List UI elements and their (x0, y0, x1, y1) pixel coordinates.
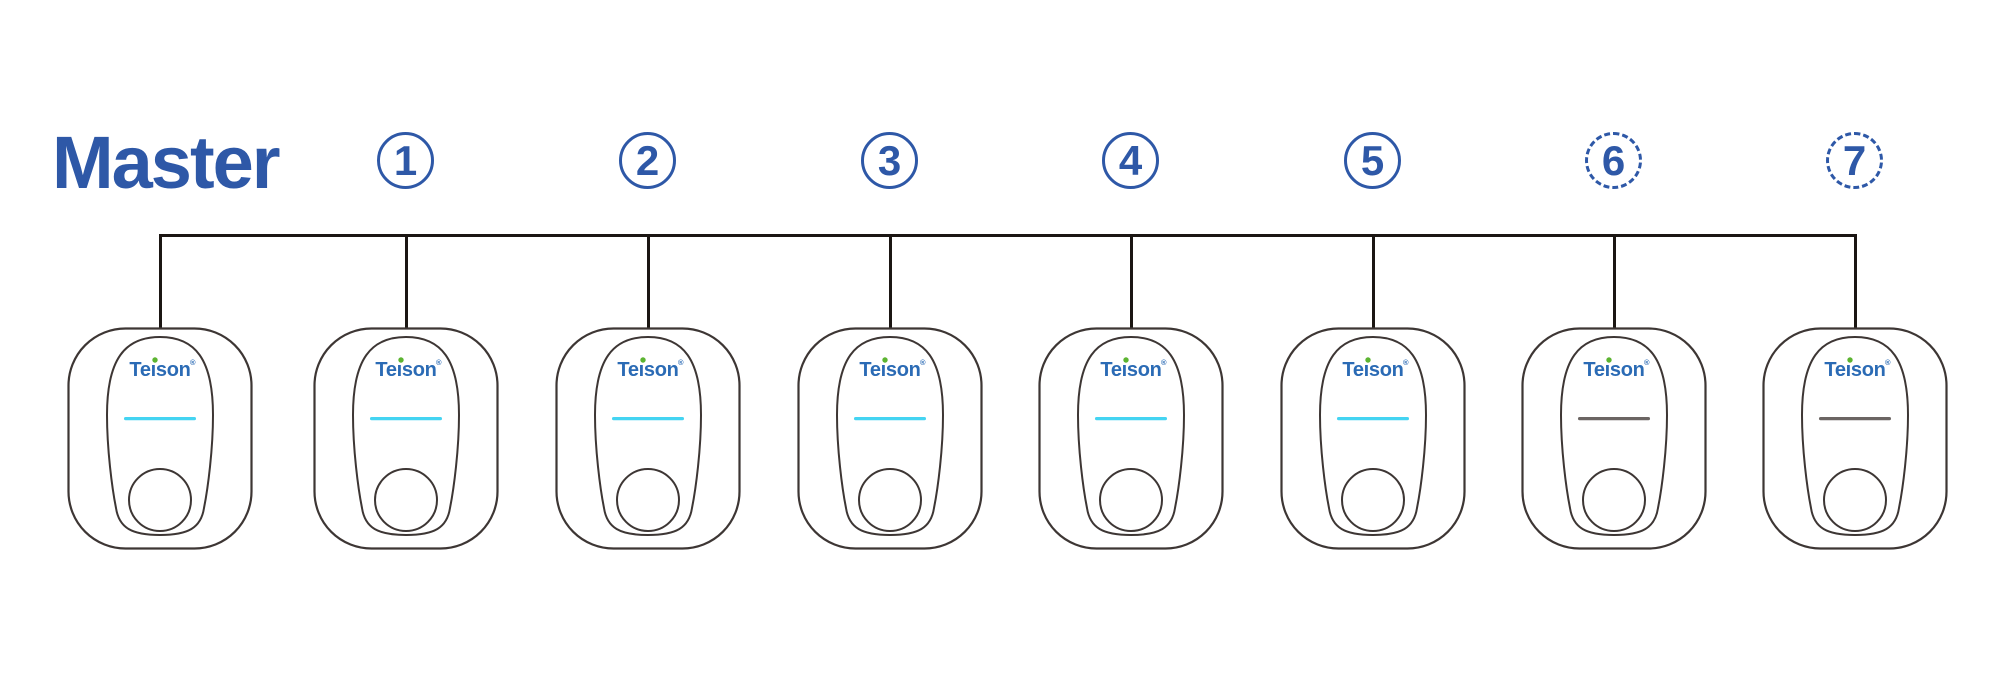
brand-logo-dot (152, 357, 158, 363)
charger-graphic: Teıson ® (555, 327, 741, 550)
charger-socket (1341, 468, 1405, 532)
brand-logo-mark: ® (920, 358, 926, 367)
brand-logo: Teıson (1100, 359, 1161, 381)
drop-line-2 (646, 234, 650, 332)
brand-logo-dot (640, 357, 646, 363)
brand-logo-dot (1606, 357, 1612, 363)
node-badge-4: 4 (1102, 132, 1159, 189)
brand-logo-dot (882, 357, 888, 363)
led-indicator (124, 417, 196, 421)
charger-graphic: Teıson ® (1521, 327, 1707, 550)
charger-master: Teıson ® (67, 327, 253, 550)
brand-logo: Teıson (1824, 359, 1885, 381)
bus-line (160, 234, 1855, 237)
charger-graphic: Teıson ® (1280, 327, 1466, 550)
node-badge-1: 1 (377, 132, 434, 189)
charger-unit-2: Teıson ® (555, 327, 741, 550)
charger-unit-5: Teıson ® (1280, 327, 1466, 550)
charger-socket (1823, 468, 1887, 532)
drop-line-7 (1853, 234, 1857, 332)
drop-line-5 (1371, 234, 1375, 332)
charger-socket (858, 468, 922, 532)
charger-unit-4: Teıson ® (1038, 327, 1224, 550)
led-indicator (612, 417, 684, 421)
brand-logo: Teıson (617, 359, 678, 381)
led-indicator (1095, 417, 1167, 421)
brand-logo-mark: ® (190, 358, 196, 367)
node-badge-5: 5 (1344, 132, 1401, 189)
led-indicator (370, 417, 442, 421)
led-indicator (1337, 417, 1409, 421)
charger-graphic: Teıson ® (1762, 327, 1948, 550)
charger-socket (374, 468, 438, 532)
charger-socket (1582, 468, 1646, 532)
led-indicator (1819, 417, 1891, 421)
drop-line-0 (158, 234, 162, 332)
brand-logo-dot (1847, 357, 1853, 363)
brand-logo: Teıson (129, 359, 190, 381)
brand-logo: Teıson (1583, 359, 1644, 381)
brand-logo: Teıson (1342, 359, 1403, 381)
brand-logo-mark: ® (1644, 358, 1650, 367)
charger-unit-7: Teıson ® (1762, 327, 1948, 550)
led-indicator (854, 417, 926, 421)
brand-logo-mark: ® (436, 358, 442, 367)
node-badge-3: 3 (861, 132, 918, 189)
charger-socket (1099, 468, 1163, 532)
brand-logo-dot (1365, 357, 1371, 363)
charger-graphic: Teıson ® (797, 327, 983, 550)
drop-line-6 (1612, 234, 1616, 332)
charger-graphic: Teıson ® (1038, 327, 1224, 550)
charger-unit-3: Teıson ® (797, 327, 983, 550)
charger-unit-6: Teıson ® (1521, 327, 1707, 550)
led-indicator (1578, 417, 1650, 421)
master-label: Master (52, 121, 281, 204)
brand-logo-mark: ® (1885, 358, 1891, 367)
brand-logo-mark: ® (1161, 358, 1167, 367)
brand-logo: Teıson (859, 359, 920, 381)
brand-logo-mark: ® (678, 358, 684, 367)
brand-logo-mark: ® (1403, 358, 1409, 367)
charger-graphic: Teıson ® (67, 327, 253, 550)
brand-logo-dot (1123, 357, 1129, 363)
charger-socket (616, 468, 680, 532)
node-badge-6: 6 (1585, 132, 1642, 189)
charger-socket (128, 468, 192, 532)
drop-line-4 (1129, 234, 1133, 332)
charger-unit-1: Teıson ® (313, 327, 499, 550)
drop-line-1 (404, 234, 408, 332)
charger-graphic: Teıson ® (313, 327, 499, 550)
drop-line-3 (888, 234, 892, 332)
node-badge-2: 2 (619, 132, 676, 189)
node-badge-7: 7 (1826, 132, 1883, 189)
brand-logo: Teıson (375, 359, 436, 381)
brand-logo-dot (398, 357, 404, 363)
